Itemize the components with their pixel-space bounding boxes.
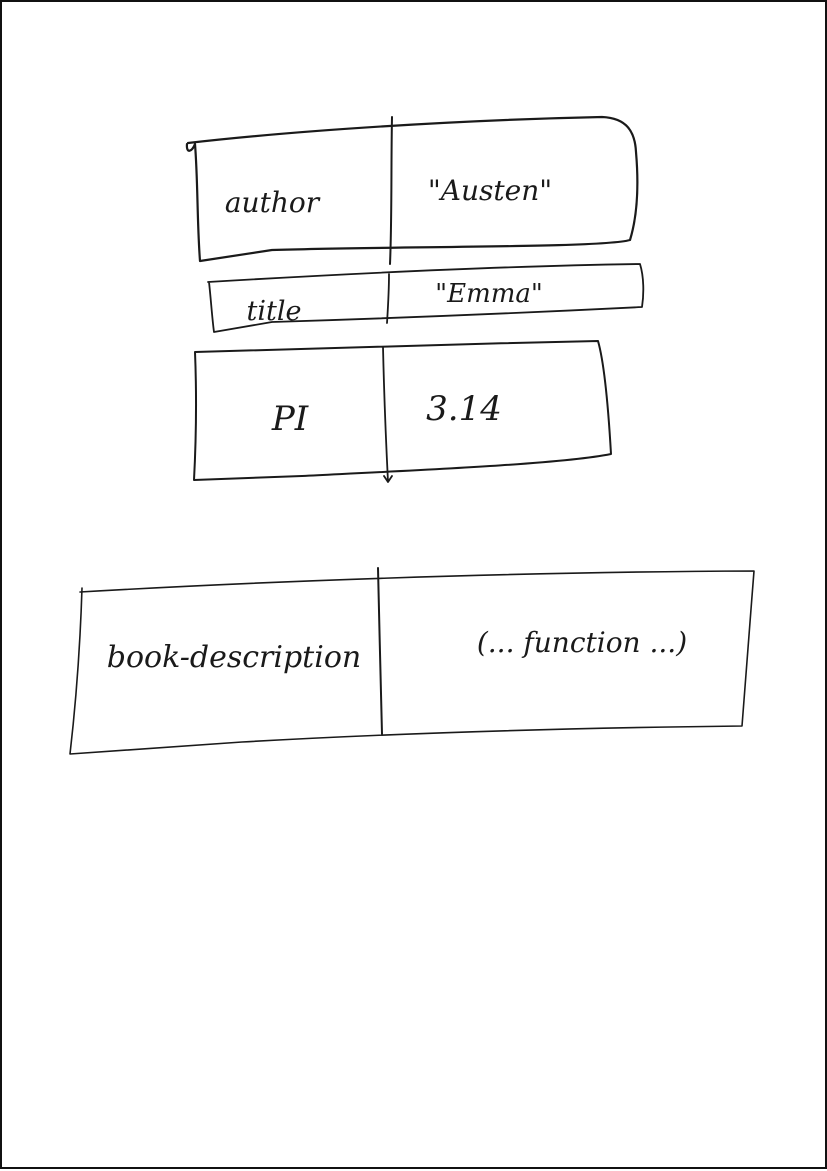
record-book-description-box xyxy=(69,570,755,755)
record-title-key: title xyxy=(247,296,302,327)
record-book-description-key: book-description xyxy=(107,640,361,675)
record-pi-key: PI xyxy=(271,399,309,439)
record-book-description-value: (... function ...) xyxy=(477,626,687,659)
record-author-box xyxy=(185,115,639,263)
record-pi-box xyxy=(193,340,612,481)
record-pi-divider xyxy=(382,346,393,483)
record-author-value: "Austen" xyxy=(428,174,552,207)
record-book-description-divider xyxy=(377,567,383,735)
record-title: title "Emma" xyxy=(207,263,645,333)
record-author: author "Austen" xyxy=(185,115,639,265)
record-title-box xyxy=(207,263,645,333)
record-title-value: "Emma" xyxy=(435,279,543,309)
record-pi: PI 3.14 xyxy=(193,340,612,483)
record-author-divider xyxy=(389,116,393,265)
record-book-description: book-description (... function ...) xyxy=(69,567,755,755)
record-pi-value: 3.14 xyxy=(426,389,502,429)
record-author-key: author xyxy=(225,186,321,219)
record-title-divider xyxy=(386,273,390,324)
